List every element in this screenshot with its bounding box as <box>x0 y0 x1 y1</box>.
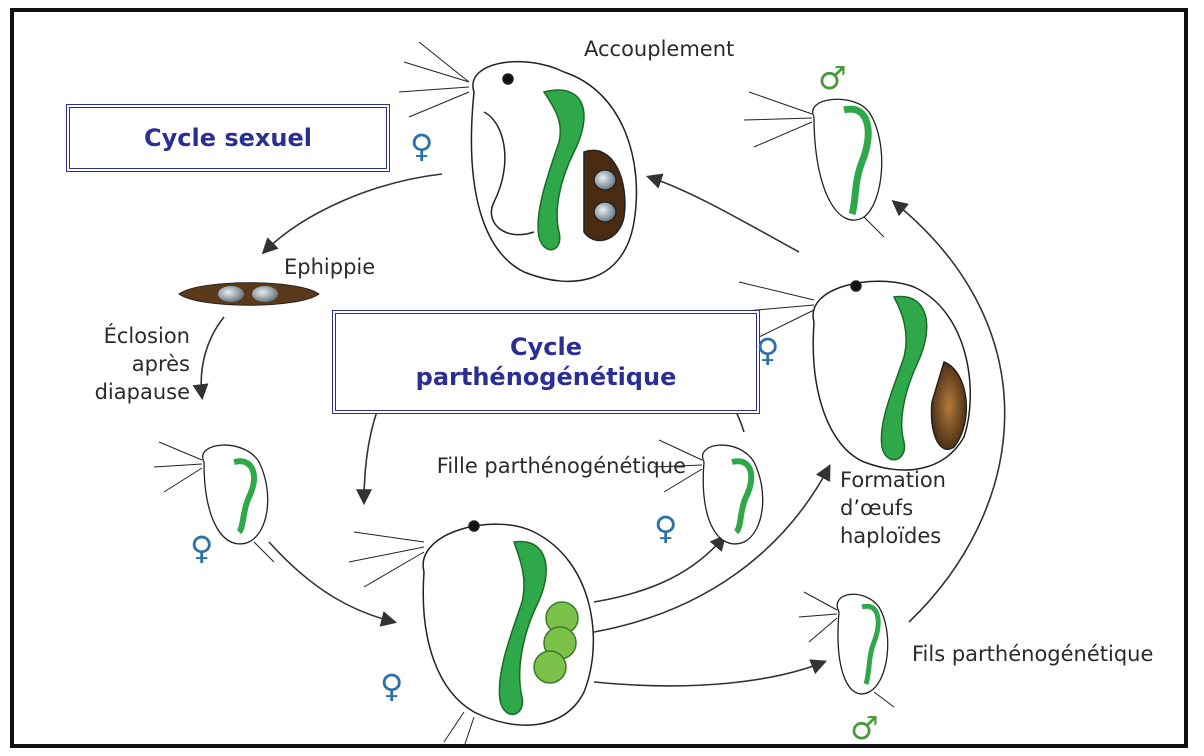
hatched-female-daphnia <box>154 442 274 562</box>
ephippium <box>179 283 319 306</box>
female-symbol-daughter: ♀ <box>654 512 677 544</box>
central-female-daphnia <box>349 521 593 747</box>
parthenogenetic-title-line1: Cycle <box>510 332 582 362</box>
hatching-label: Éclosion après diapause <box>50 322 190 406</box>
ephippium-label: Ephippie <box>284 254 375 280</box>
female-symbol-central: ♀ <box>380 670 403 702</box>
female-symbol-hatched: ♀ <box>190 532 213 564</box>
haploid-eggs-label: Formation d’œufs haploïdes <box>840 466 1000 550</box>
parthenogenetic-title-line2: parthénogénétique <box>416 362 677 392</box>
parthenogenetic-cycle-title-box: Cycle parthénogénétique <box>332 310 760 414</box>
daughter-label: Fille parthénogénétique <box>392 452 686 480</box>
arrow-ephippium-to-hatch <box>201 317 224 397</box>
female-symbol-top: ♀ <box>410 130 433 162</box>
arrow-female-to-ephippium <box>264 174 442 252</box>
male-daphnia-top <box>744 92 884 237</box>
arrow-haploid-to-mating <box>649 177 799 252</box>
diagram-frame: Cycle sexuel Cycle parthénogénétique Acc… <box>10 8 1188 748</box>
son-label: Fils parthénogénétique <box>912 640 1182 668</box>
sexual-cycle-title-box: Cycle sexuel <box>66 104 390 172</box>
male-symbol-top: ♂ <box>818 62 847 94</box>
male-symbol-son: ♂ <box>850 712 879 744</box>
arrow-adult-to-son <box>594 662 824 686</box>
sexual-cycle-title: Cycle sexuel <box>144 124 312 152</box>
top-female-daphnia <box>399 42 636 281</box>
arrow-hatch-to-adult <box>269 542 394 622</box>
female-symbol-haploid: ♀ <box>756 334 779 366</box>
mating-label: Accouplement <box>584 36 734 62</box>
haploid-egg-female-daphnia <box>734 281 970 470</box>
son-daphnia <box>799 592 894 707</box>
